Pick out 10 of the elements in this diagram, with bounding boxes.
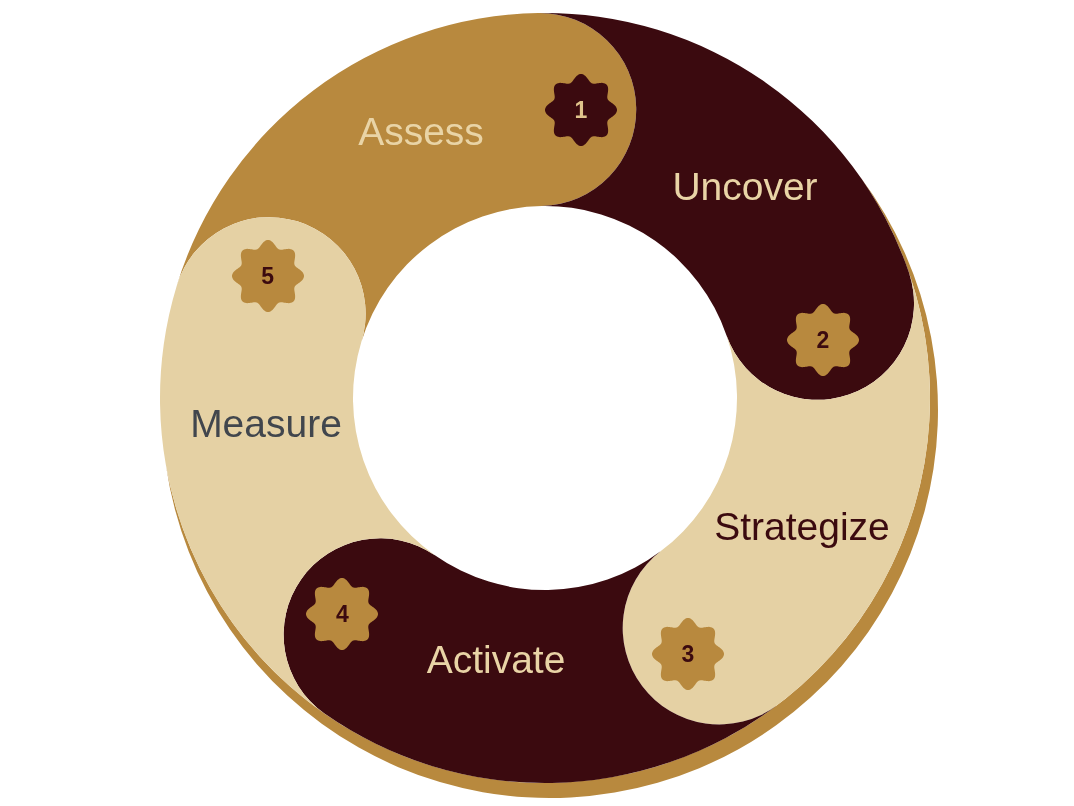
step-number: 3: [681, 642, 695, 668]
step-label: Strategize: [714, 505, 890, 549]
step-number: 2: [816, 328, 830, 354]
step-label: Uncover: [672, 165, 818, 209]
step-label: Assess: [358, 110, 484, 154]
step-label: Measure: [190, 402, 342, 446]
step-number: 5: [261, 264, 275, 290]
step-label: Activate: [426, 638, 566, 682]
step-number: 1: [574, 98, 588, 124]
step-number: 4: [335, 602, 349, 628]
